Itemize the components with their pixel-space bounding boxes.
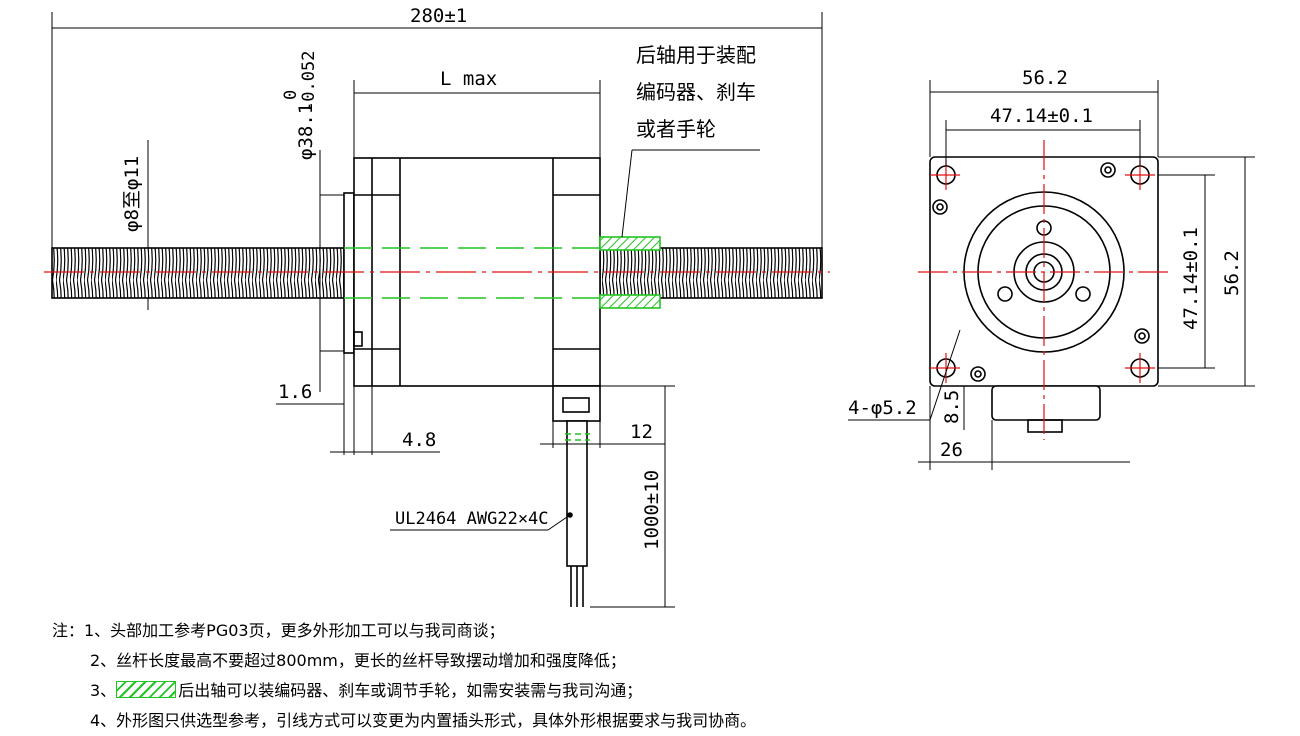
note-3-text: 后出轴可以装编码器、刹车或调节手轮，如需安装需与我司沟通； xyxy=(178,681,643,700)
dim-8-5-label: 8.5 xyxy=(941,390,963,424)
note-2: 2、丝杆长度最高不要超过800mm，更长的丝杆导致摆动增加和强度降低； xyxy=(90,651,626,670)
dim-26-label: 26 xyxy=(940,439,963,461)
note-3: 3、 后出轴可以装编码器、刹车或调节手轮，如需安装需与我司沟通； xyxy=(52,676,756,706)
front-connector xyxy=(991,385,1101,421)
notes-block: 注：1、头部加工参考PG03页，更多外形加工可以与我司商谈； 2、丝杆长度最高不… xyxy=(52,616,756,736)
connector-width-label: 12 xyxy=(630,421,653,443)
body-length-label: L max xyxy=(440,68,497,90)
hole-spacing-h-label: 47.14±0.1 xyxy=(990,105,1093,127)
pilot-dia-label: φ38.1 xyxy=(295,103,317,160)
lead-screw-right xyxy=(599,247,823,299)
note-4: 4、外形图只供选型参考，引线方式可以变更为内置插头形式，具体外形根据要求与我司协… xyxy=(90,711,757,730)
rear-shaft-note-1: 后轴用于装配 xyxy=(636,43,756,67)
lead-screw-left xyxy=(51,247,345,299)
side-view xyxy=(44,12,830,608)
rear-shaft-hatch-top xyxy=(599,236,661,251)
flange-thickness-label: 4.8 xyxy=(402,429,436,451)
rear-shaft-note-3: 或者手轮 xyxy=(636,117,716,141)
screw-dia-label: φ8至φ11 xyxy=(121,156,143,232)
hole-spacing-v-label: 47.14±0.1 xyxy=(1180,227,1202,330)
overall-length-label: 280±1 xyxy=(410,5,467,27)
rear-shaft-hatch-bottom xyxy=(599,294,661,309)
pilot-boss xyxy=(343,192,355,354)
front-width-label: 56.2 xyxy=(1022,67,1068,89)
cable xyxy=(566,420,588,567)
note-3-number: 3、 xyxy=(90,681,117,700)
pilot-height-label: 1.6 xyxy=(278,381,312,403)
pilot-tol-lower: -0.052 xyxy=(299,51,319,112)
front-height-label: 56.2 xyxy=(1221,250,1243,296)
cable-length-label: 1000±10 xyxy=(641,470,663,550)
front-view xyxy=(848,80,1255,470)
mount-holes-label: 4-φ5.2 xyxy=(848,397,917,419)
cable-spec-label: UL2464 AWG22×4C xyxy=(395,509,549,529)
hatch-swatch-icon xyxy=(116,681,177,698)
note-1: 注：1、头部加工参考PG03页，更多外形加工可以与我司商谈； xyxy=(52,621,505,640)
pilot-tol-upper: 0 xyxy=(281,90,301,100)
rear-shaft-note-2: 编码器、刹车 xyxy=(636,80,756,104)
connector xyxy=(552,385,601,422)
